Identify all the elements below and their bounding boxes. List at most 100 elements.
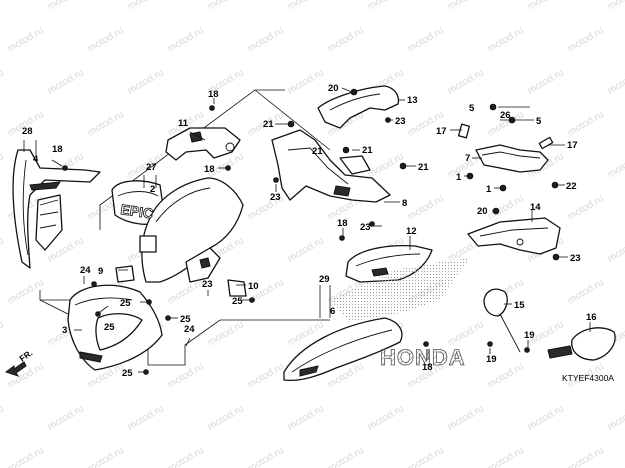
watermark-text-50: motod.ru xyxy=(406,193,446,222)
watermark-text-4: motod.ru xyxy=(286,0,326,13)
callout-16: 16 xyxy=(586,312,597,323)
watermark-text-6: motod.ru xyxy=(446,0,486,13)
watermark-text-90: motod.ru xyxy=(0,403,6,432)
watermark-text-83: motod.ru xyxy=(166,361,206,390)
watermark-text-52: motod.ru xyxy=(566,193,606,222)
callout-14: 14 xyxy=(530,202,541,213)
left-side-cowl xyxy=(12,149,101,269)
watermark-text-51: motod.ru xyxy=(486,193,526,222)
watermark-text-97: motod.ru xyxy=(526,403,566,432)
decal-text: EPIC xyxy=(120,201,155,221)
callout-19-a: 19 xyxy=(524,330,535,341)
callout-23-a: 23 xyxy=(395,116,406,127)
watermark-text-28: motod.ru xyxy=(86,109,126,138)
watermark-text-102: motod.ru xyxy=(246,445,286,468)
callout-12: 12 xyxy=(406,226,417,237)
watermark-text-9: motod.ru xyxy=(6,25,46,54)
watermark-text-54: motod.ru xyxy=(0,235,6,264)
diagram-code: KTYEF4300A xyxy=(562,373,614,383)
callout-leaders xyxy=(23,87,591,373)
watermark-text-25: motod.ru xyxy=(526,67,566,96)
mirror-bracket-assembly xyxy=(457,123,554,173)
watermark-text-70: motod.ru xyxy=(566,277,606,306)
watermark-text-87: motod.ru xyxy=(486,361,526,390)
callout-20-a: 20 xyxy=(328,83,339,94)
callout-25-b: 25 xyxy=(180,314,191,325)
right-inner-cover xyxy=(467,217,561,255)
watermark-text-101: motod.ru xyxy=(166,445,206,468)
watermark-text-84: motod.ru xyxy=(246,361,286,390)
callout-4: 4 xyxy=(33,154,39,165)
watermark-text-104: motod.ru xyxy=(406,445,446,468)
callout-18-c: 18 xyxy=(204,164,215,175)
callout-21-a: 21 xyxy=(263,119,274,130)
watermark-text-93: motod.ru xyxy=(206,403,246,432)
callout-18-d: 18 xyxy=(337,218,348,229)
callout-8: 8 xyxy=(402,198,407,209)
callout-5-a: 5 xyxy=(469,103,475,114)
watermark-text-26: motod.ru xyxy=(606,67,625,96)
callout-23-d: 23 xyxy=(360,222,371,233)
watermark-text-36: motod.ru xyxy=(0,151,6,180)
callout-6: 6 xyxy=(330,306,335,317)
callout-25-a: 25 xyxy=(120,298,131,309)
callout-23-c: 23 xyxy=(570,253,581,264)
watermark-text-13: motod.ru xyxy=(326,25,366,54)
watermark-text-34: motod.ru xyxy=(566,109,606,138)
callout-numbers: 28 4 18 27 2 11 18 18 20 13 23 21 21 21 … xyxy=(22,83,597,379)
callout-18-a: 18 xyxy=(52,144,63,155)
callout-18-b: 18 xyxy=(208,89,219,100)
callout-1-b: 1 xyxy=(486,184,492,195)
callout-19-b: 19 xyxy=(486,354,497,365)
watermark-text-22: motod.ru xyxy=(286,67,326,96)
callout-5-b: 5 xyxy=(536,116,542,127)
callout-24-a: 24 xyxy=(80,265,91,276)
watermark-text-10: motod.ru xyxy=(86,25,126,54)
watermark-text-99: motod.ru xyxy=(6,445,46,468)
callout-23-b: 23 xyxy=(270,192,281,203)
watermark-text-8: motod.ru xyxy=(606,0,625,13)
watermark-text-3: motod.ru xyxy=(206,0,246,13)
watermark-text-65: motod.ru xyxy=(166,277,206,306)
watermark-text-24: motod.ru xyxy=(446,67,486,96)
watermark-text-20: motod.ru xyxy=(126,67,166,96)
air-duct-upper xyxy=(317,85,400,129)
watermark-text-15: motod.ru xyxy=(486,25,526,54)
callout-3: 3 xyxy=(62,325,67,336)
callout-2: 2 xyxy=(150,184,155,195)
callout-22: 22 xyxy=(566,181,577,192)
direction-label: FR. xyxy=(17,348,34,364)
watermark-text-44: motod.ru xyxy=(606,151,625,180)
inner-panel xyxy=(271,129,391,203)
watermark-text-96: motod.ru xyxy=(446,403,486,432)
watermark-text-105: motod.ru xyxy=(486,445,526,468)
watermark-text-72: motod.ru xyxy=(0,319,6,348)
callout-27: 27 xyxy=(146,162,157,173)
callout-23-e: 23 xyxy=(202,279,213,290)
watermark-text-98: motod.ru xyxy=(606,403,625,432)
watermark-text-16: motod.ru xyxy=(566,25,606,54)
rear-view-mirror-assembly xyxy=(483,288,616,361)
watermark-text-1: motod.ru xyxy=(46,0,86,13)
watermark-text-5: motod.ru xyxy=(366,0,406,13)
watermark-text-75: motod.ru xyxy=(206,319,246,348)
callout-1-a: 1 xyxy=(456,172,462,183)
watermark-text-0: motod.ru xyxy=(0,0,6,13)
watermark-text-103: motod.ru xyxy=(326,445,366,468)
lower-cowl xyxy=(283,258,470,382)
callout-17-b: 17 xyxy=(567,140,578,151)
watermark-text-100: motod.ru xyxy=(86,445,126,468)
front-upper-cowl xyxy=(67,284,163,371)
watermark-text-58: motod.ru xyxy=(286,235,326,264)
watermark-text-106: motod.ru xyxy=(566,445,606,468)
callout-20-b: 20 xyxy=(477,206,488,217)
callout-18-e: 18 xyxy=(422,362,433,373)
callout-21-d: 21 xyxy=(418,162,429,173)
watermark-text-94: motod.ru xyxy=(286,403,326,432)
callout-28: 28 xyxy=(22,126,33,137)
brand-text: HONDA xyxy=(380,345,466,370)
callout-17-a: 17 xyxy=(436,126,447,137)
callout-25-d: 25 xyxy=(104,322,115,333)
watermark-text-95: motod.ru xyxy=(366,403,406,432)
